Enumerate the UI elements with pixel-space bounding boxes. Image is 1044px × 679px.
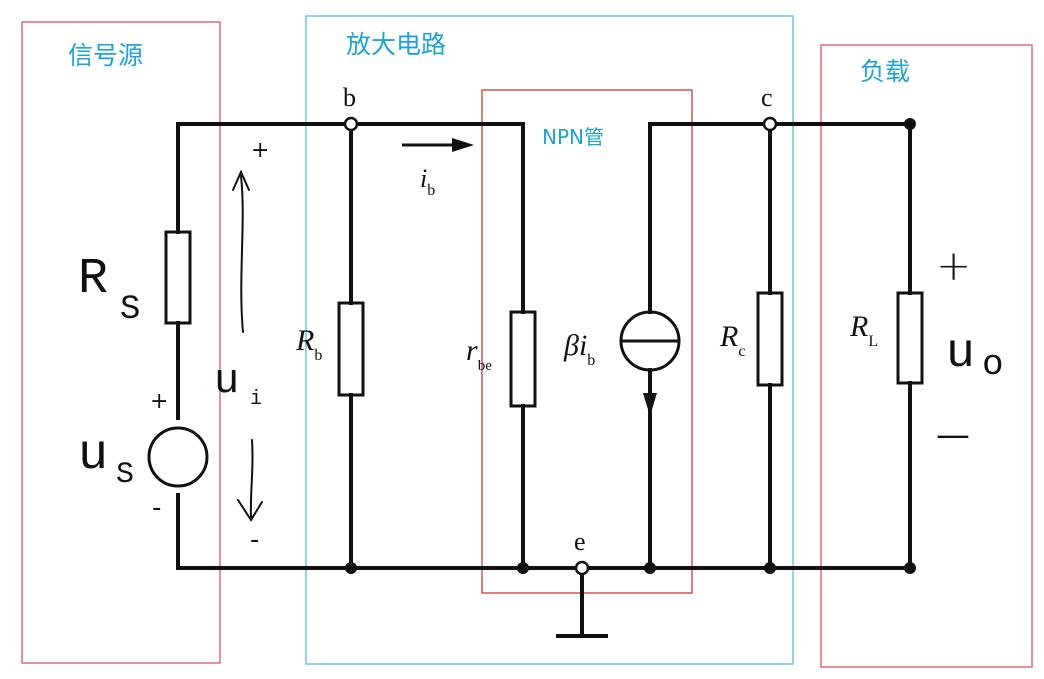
- source-region-box: [21, 21, 221, 664]
- us-label-main: u: [78, 427, 108, 484]
- node-b-terminal: [343, 116, 359, 132]
- rbe-resistor: [509, 310, 537, 408]
- us-source-circle: [147, 426, 209, 488]
- rl-resistor: [896, 291, 924, 385]
- junction-dot: [904, 562, 916, 574]
- junction-dot: [644, 562, 656, 574]
- us-label-sub: S: [116, 458, 134, 492]
- ui-label-sub: i: [250, 388, 262, 411]
- current-arrow-icon: [643, 393, 657, 416]
- junction-dot: [764, 562, 776, 574]
- node-e-label: e: [574, 527, 586, 556]
- ui-up-arrow: [240, 175, 244, 333]
- rl-label: RL: [849, 310, 878, 350]
- rs-resistor: [164, 230, 192, 325]
- transistor-region-box: [481, 89, 693, 594]
- ui-up-arrow-head: [232, 169, 250, 191]
- node-c-terminal: [762, 116, 778, 132]
- us-minus: -: [152, 493, 161, 523]
- rb-label: Rb: [295, 324, 322, 364]
- ui-down-arrow: [249, 439, 254, 519]
- ib-label: ib: [420, 164, 435, 199]
- node-c-label: c: [761, 83, 773, 112]
- ib-arrow-icon: [452, 138, 474, 152]
- rc-label: Rc: [719, 320, 745, 360]
- current-source-label: βib: [563, 329, 595, 369]
- amplifier-region-box: [305, 15, 794, 665]
- ui-down-arrow-head: [237, 499, 263, 522]
- amplifier-title: 放大电路: [346, 30, 446, 59]
- uo-label-sub: o: [982, 344, 1004, 385]
- rbe-label: rbe: [466, 334, 492, 374]
- rb-resistor: [337, 301, 365, 397]
- node-e-terminal: [574, 560, 590, 576]
- uo-minus: —: [936, 415, 970, 455]
- us-plus: +: [150, 389, 168, 414]
- node-b-label: b: [343, 83, 356, 112]
- rc-resistor: [756, 291, 784, 387]
- junction-dot: [517, 562, 529, 574]
- load-title: 负载: [860, 57, 910, 86]
- top-wire-base: [355, 122, 525, 314]
- rs-label-sub: S: [120, 291, 140, 329]
- uo-label-main: u: [946, 327, 975, 381]
- rs-label-main: R: [78, 251, 108, 308]
- ui-label-main: u: [214, 357, 239, 405]
- top-wire-collector: [648, 122, 766, 314]
- junction-dot: [345, 562, 357, 574]
- load-region-box: [820, 44, 1033, 668]
- ui-plus: +: [251, 138, 269, 163]
- uo-plus: +: [936, 241, 971, 290]
- ui-minus: -: [250, 525, 259, 555]
- junction-dot: [904, 118, 916, 130]
- source-title: 信号源: [68, 41, 143, 70]
- transistor-title: NPN管: [542, 125, 604, 149]
